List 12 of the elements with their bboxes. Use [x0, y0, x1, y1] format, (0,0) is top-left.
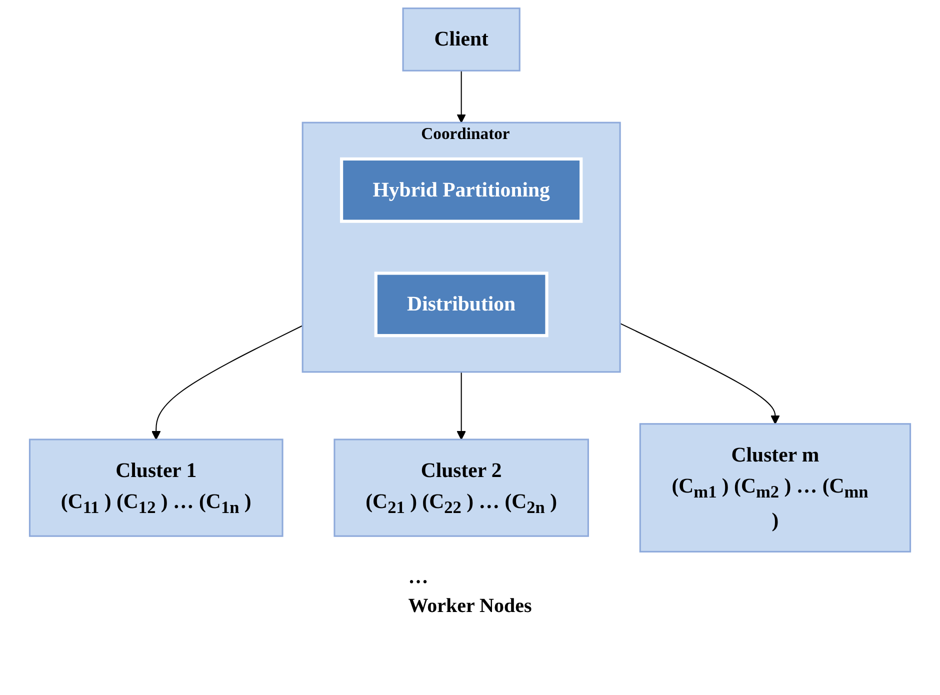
- node-box: Distribution: [374, 272, 548, 338]
- arrow: [620, 323, 780, 424]
- note-text: …: [408, 566, 430, 589]
- arrow: [456, 70, 466, 124]
- node-box: Client: [402, 8, 520, 72]
- node-box: Cluster 1 (C$_{11}$ ) (C$_{12}$ ) … (C$_{1n}$ ): [28, 438, 284, 537]
- arrow: [152, 325, 303, 440]
- node-box: Cluster 2 (C$_{21}$ ) (C$_{22}$ ) … (C$_{2n}$ ): [334, 438, 589, 537]
- note-text: Worker Nodes: [408, 595, 532, 618]
- arrow: [456, 372, 466, 440]
- node-box: Cluster m (C$_{m1}$ ) (C$_{m2}$ ) … (C$_{mn}$ ): [639, 423, 912, 552]
- node-box: Hybrid Partitioning: [340, 157, 583, 223]
